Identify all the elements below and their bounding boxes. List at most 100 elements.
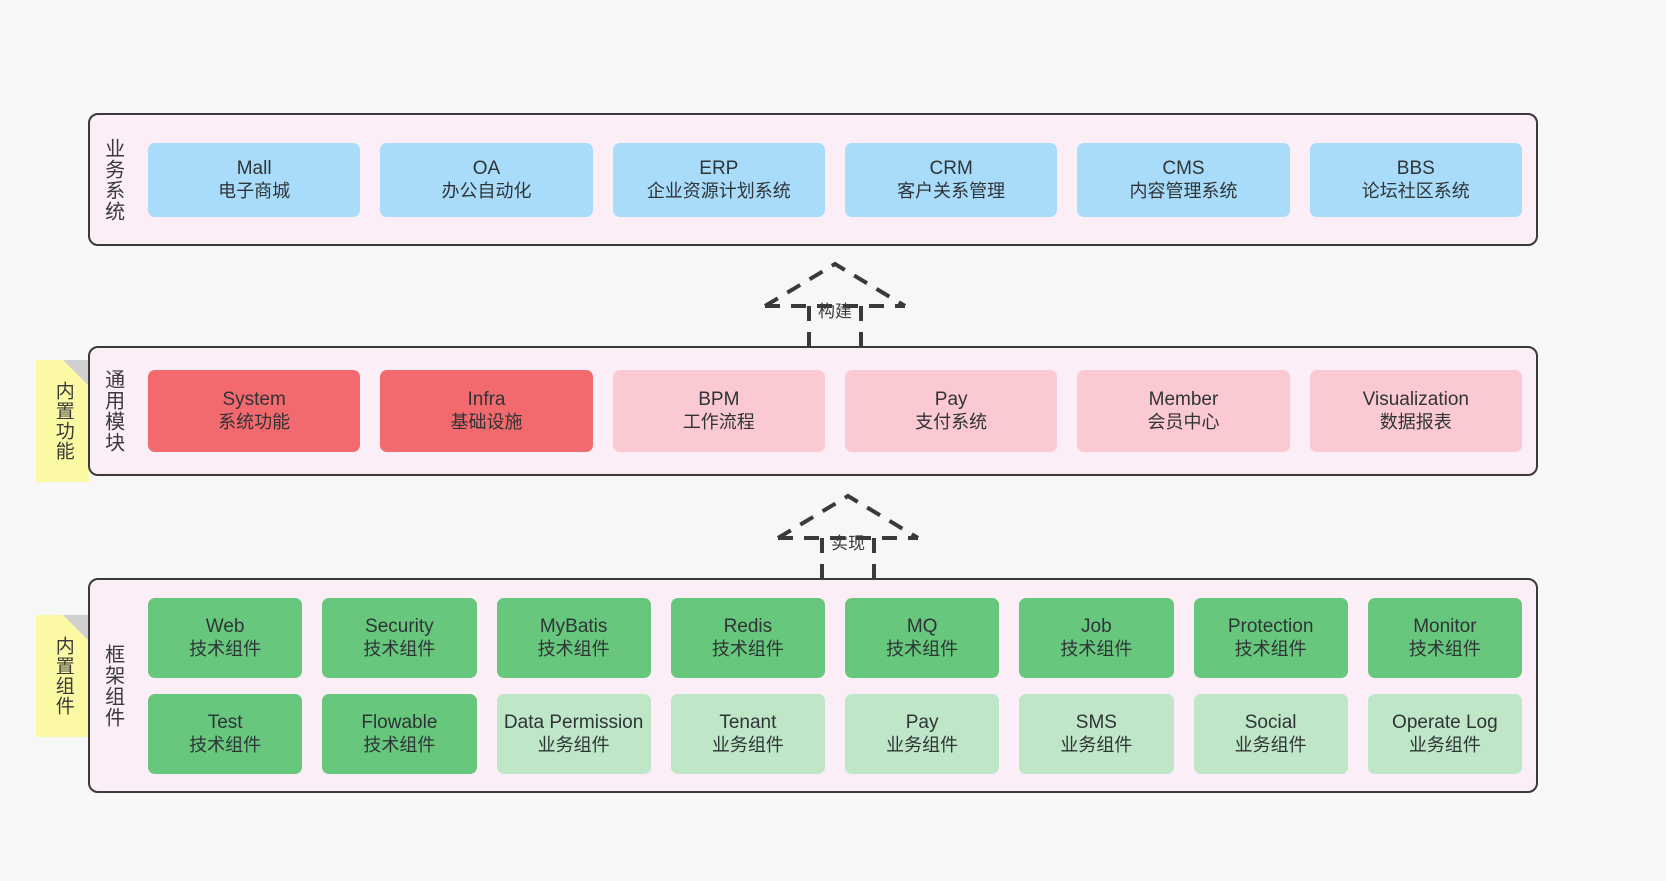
note-fold-corner-icon: [63, 615, 89, 641]
card-title-en: BPM: [698, 389, 740, 411]
card-title-en: Test: [207, 711, 243, 733]
card-title-cn: 技术组件: [1234, 638, 1307, 659]
builtin-feature-note-label: 内置功能: [52, 381, 74, 461]
card-title-en: Pay: [934, 389, 968, 411]
card-title-en: SMS: [1075, 711, 1117, 733]
card-title-en: Job: [1081, 615, 1112, 637]
card-title-cn: 工作流程: [682, 412, 755, 433]
card-title-cn: 会员中心: [1147, 412, 1220, 433]
card-title-cn: 技术组件: [537, 638, 610, 659]
card-title-cn: 数据报表: [1379, 412, 1452, 433]
card-title-cn: 系统功能: [218, 412, 291, 433]
implement-arrow-label: 实现: [831, 534, 865, 553]
card-title-en: Mall: [236, 157, 272, 179]
card-title-en: Social: [1244, 711, 1297, 733]
card-title-en: Protection: [1227, 615, 1314, 637]
card-title-cn: 业务组件: [1234, 734, 1307, 755]
framework-components-caption: 框架组件: [101, 643, 124, 728]
card-title-en: MyBatis: [539, 615, 608, 637]
build-relationship-arrow: 构建: [755, 258, 915, 350]
implement-relationship-arrow: 实现: [768, 490, 928, 582]
business-system-caption: 业务系统: [101, 137, 124, 222]
builtin-component-note: 内置组件: [36, 615, 89, 737]
build-arrow-label: 构建: [818, 302, 852, 321]
card-title-cn: 技术组件: [189, 638, 262, 659]
card-title-en: Security: [365, 615, 434, 637]
card-title-cn: 内容管理系统: [1129, 180, 1238, 201]
card-title-cn: 论坛社区系统: [1361, 180, 1470, 201]
card-title-cn: 电子商城: [218, 180, 291, 201]
card-title-cn: 技术组件: [886, 638, 959, 659]
card-title-cn: 办公自动化: [441, 180, 532, 201]
card-title-en: ERP: [699, 157, 739, 179]
note-fold-corner-icon: [63, 360, 89, 386]
card-title-cn: 客户关系管理: [897, 180, 1006, 201]
card-title-en: Infra: [467, 389, 506, 411]
card-title-en: Visualization: [1362, 389, 1469, 411]
card-title-en: Operate Log: [1392, 711, 1498, 733]
card-title-en: Web: [205, 615, 245, 637]
card-title-en: CMS: [1162, 157, 1205, 179]
card-title-cn: 业务组件: [537, 734, 610, 755]
card-title-en: MQ: [906, 615, 938, 637]
card-title-en: Tenant: [719, 711, 777, 733]
card-title-en: Redis: [723, 615, 773, 637]
common-modules-caption: 通用模块: [101, 369, 124, 453]
card-title-cn: 企业资源计划系统: [646, 180, 791, 201]
card-title-en: Pay: [905, 711, 939, 733]
card-title-en: BBS: [1396, 157, 1435, 179]
card-title-cn: 基础设施: [450, 412, 523, 433]
card-title-cn: 业务组件: [711, 734, 784, 755]
card-title-cn: 技术组件: [1060, 638, 1133, 659]
card-title-cn: 支付系统: [915, 412, 988, 433]
card-title-cn: 技术组件: [363, 734, 436, 755]
builtin-feature-note: 内置功能: [36, 360, 89, 482]
card-title-cn: 业务组件: [886, 734, 959, 755]
card-title-en: Data Permission: [503, 711, 644, 733]
card-title-en: Member: [1148, 389, 1219, 411]
card-title-en: System: [222, 389, 286, 411]
card-title-en: Flowable: [361, 711, 438, 733]
card-title-cn: 业务组件: [1060, 734, 1133, 755]
card-title-cn: 技术组件: [1408, 638, 1481, 659]
card-title-cn: 技术组件: [363, 638, 436, 659]
card-title-cn: 技术组件: [189, 734, 262, 755]
